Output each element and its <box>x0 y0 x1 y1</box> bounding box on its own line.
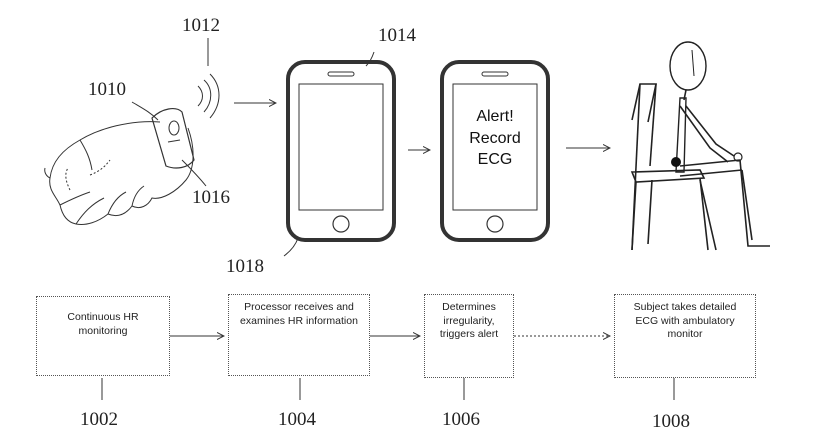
alert-line-2: Record <box>453 128 537 150</box>
alert-line-1: Alert! <box>453 106 537 128</box>
step-box-subject-ecg: Subject takes detailed ECG with ambulato… <box>614 294 756 378</box>
step-box-processor: Processor receives and examines HR infor… <box>228 294 370 376</box>
reference-leader-lines <box>102 38 674 400</box>
smartphone-blank-illustration <box>288 62 394 240</box>
step-text: Continuous HR monitoring <box>58 311 148 338</box>
alert-line-3: ECG <box>453 149 537 171</box>
ref-1016: 1016 <box>192 188 230 207</box>
step-box-continuous-hr: Continuous HR monitoring <box>36 296 170 376</box>
step-box-irregularity: Determines irregularity, triggers alert <box>424 294 514 378</box>
ref-1012: 1012 <box>182 16 220 35</box>
seated-subject-illustration <box>632 42 770 250</box>
ref-1004: 1004 <box>278 410 316 429</box>
phone-alert-message: Alert! Record ECG <box>453 106 537 171</box>
step-text: Processor receives and examines HR infor… <box>235 301 363 328</box>
step-text: Subject takes detailed ECG with ambulato… <box>624 301 746 342</box>
ecg-electrode-marker <box>671 157 681 167</box>
step-text: Determines irregularity, triggers alert <box>427 301 511 342</box>
ref-1014: 1014 <box>378 26 416 45</box>
illustration-flow-arrows <box>234 103 610 150</box>
ref-1010: 1010 <box>88 80 126 99</box>
ref-1008: 1008 <box>652 412 690 431</box>
ref-1002: 1002 <box>80 410 118 429</box>
ref-1018: 1018 <box>226 257 264 276</box>
ref-1006: 1006 <box>442 410 480 429</box>
